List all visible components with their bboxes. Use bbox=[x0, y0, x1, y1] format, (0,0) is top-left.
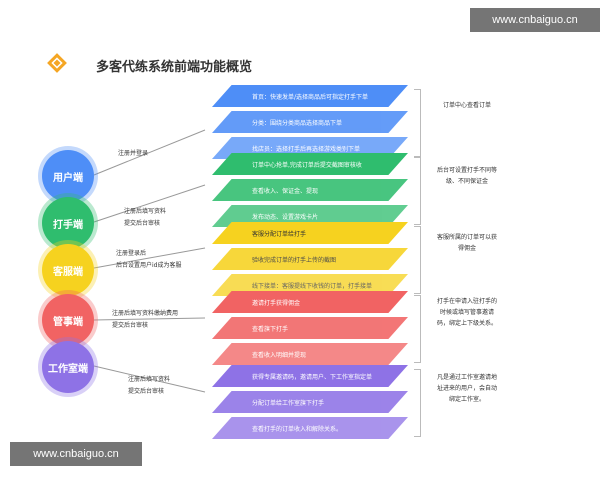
feature-bar: 订单中心抢单,完成订单后提交截图审核收 bbox=[212, 153, 408, 175]
diamond-logo-icon bbox=[47, 53, 67, 73]
connector-label-line: 注册后填写资料 bbox=[128, 376, 171, 383]
connector-label-line: 注册并登录 bbox=[118, 150, 149, 157]
feature-bar: 查看旗下打手 bbox=[212, 317, 408, 339]
group-note-2: 后台可设置打手不同等级、不同保证金 bbox=[436, 167, 497, 185]
role-circle-1: 用户端 bbox=[42, 150, 94, 202]
feature-bar: 分类：围绕分类商品选择商品下单 bbox=[212, 111, 408, 133]
feature-bars-3: 客服分配订单给打手验收完成订单的打手上传的截图线下接单：客服提线下收钱的订单，打… bbox=[212, 222, 408, 300]
connector-label-line: 提交后台审核 bbox=[112, 322, 149, 329]
feature-bar: 验收完成订单的打手上传的截图 bbox=[212, 248, 408, 270]
feature-bars-1: 首页：快速发单/选择商品后可指定打手下单分类：围绕分类商品选择商品下单找店员：选… bbox=[212, 85, 408, 163]
feature-bar: 发布动态、设置游戏卡片 bbox=[212, 205, 408, 227]
group-note-1: 订单中心查看订单 bbox=[442, 102, 491, 109]
group-bracket bbox=[414, 157, 421, 225]
group-bracket bbox=[414, 89, 421, 157]
connector-label-1: 注册并登录 bbox=[118, 148, 148, 160]
watermark-bottom: www.cnbaiguo.cn bbox=[10, 442, 142, 466]
feature-bar: 客服分配订单给打手 bbox=[212, 222, 408, 244]
feature-bar: 查看打手的订单收入和解除关系。 bbox=[212, 417, 408, 439]
connector-label-line: 提交后台审核 bbox=[128, 388, 165, 395]
connector-label-line: 提交后台审核 bbox=[124, 220, 161, 227]
feature-bar: 获得专属邀请码，邀请用户、下工作室指定单 bbox=[212, 365, 408, 387]
group-bracket bbox=[414, 369, 421, 437]
feature-bar: 查看收入、保证金、提现 bbox=[212, 179, 408, 201]
group-note-3: 客服所属的订单可以获得佣金 bbox=[436, 234, 497, 252]
feature-bar: 邀请打手获得佣金 bbox=[212, 291, 408, 313]
feature-bars-4: 邀请打手获得佣金查看旗下打手查看收入明细并提现 bbox=[212, 291, 408, 369]
connector-label-line: 注册登录后 bbox=[116, 250, 147, 257]
connector-label-line: 后台设置用户id成为客服 bbox=[116, 262, 182, 269]
feature-bar: 查看收入明细并提现 bbox=[212, 343, 408, 365]
role-circle-2: 打手端 bbox=[42, 197, 94, 249]
feature-bars-5: 获得专属邀请码，邀请用户、下工作室指定单分配订单给工作室旗下打手查看打手的订单收… bbox=[212, 365, 408, 443]
connector-label-line: 注册后填写资料缴纳费用 bbox=[112, 310, 179, 317]
feature-bar: 首页：快速发单/选择商品后可指定打手下单 bbox=[212, 85, 408, 107]
diagram-title: 多客代练系统前端功能概览 bbox=[96, 60, 253, 75]
feature-bars-2: 订单中心抢单,完成订单后提交截图审核收查看收入、保证金、提现发布动态、设置游戏卡… bbox=[212, 153, 408, 231]
connector-label-3: 注册登录后后台设置用户id成为客服 bbox=[116, 248, 181, 272]
role-circle-3: 客服端 bbox=[42, 244, 94, 296]
group-note-5: 凡是通过工作室邀请地址进来的用户，会自动绑定工作室。 bbox=[436, 374, 497, 403]
watermark-top: www.cnbaiguo.cn bbox=[470, 8, 600, 32]
connector-label-2: 注册后填写资料提交后台审核 bbox=[124, 206, 166, 230]
feature-bar: 分配订单给工作室旗下打手 bbox=[212, 391, 408, 413]
role-circle-4: 管事端 bbox=[42, 294, 94, 346]
role-circle-5: 工作室端 bbox=[42, 341, 94, 393]
connector-label-4: 注册后填写资料缴纳费用提交后台审核 bbox=[112, 308, 178, 332]
connector-label-line: 注册后填写资料 bbox=[124, 208, 167, 215]
connector-label-5: 注册后填写资料提交后台审核 bbox=[128, 374, 170, 398]
feature-bar: 线下接单：客服提线下收钱的订单，打手接单 bbox=[212, 274, 408, 296]
group-bracket bbox=[414, 226, 421, 294]
group-note-4: 打手在申请入驻打手的时候或填写管事邀请码，绑定上下级关系。 bbox=[436, 298, 497, 327]
group-bracket bbox=[414, 295, 421, 363]
